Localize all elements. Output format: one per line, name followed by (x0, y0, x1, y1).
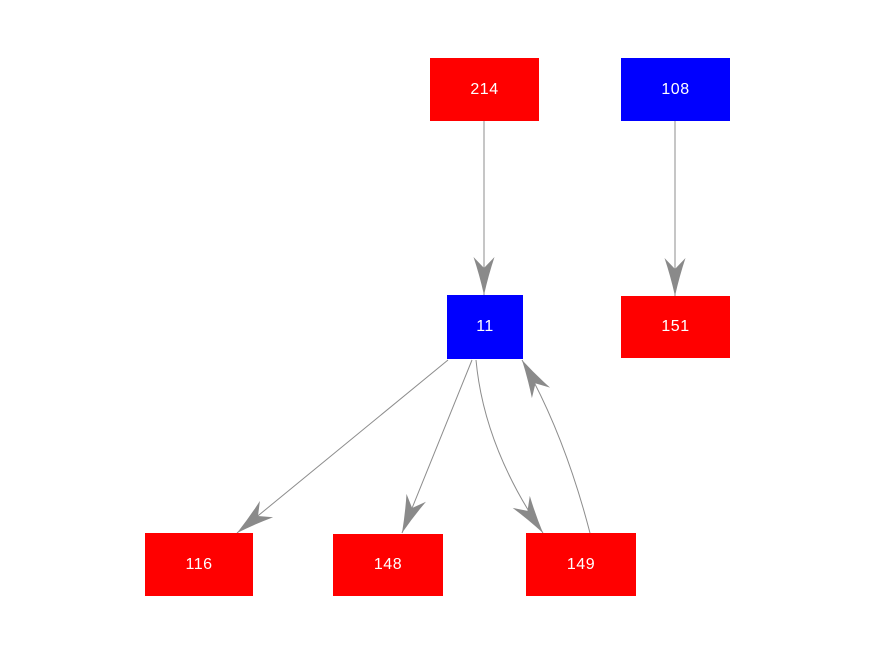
node-116: 116 (145, 533, 253, 596)
node-148: 148 (333, 534, 443, 596)
node-149-label: 149 (566, 555, 596, 573)
node-11: 11 (447, 295, 523, 359)
node-108: 108 (621, 58, 730, 121)
node-214: 214 (430, 58, 539, 121)
node-11-label: 11 (476, 318, 494, 335)
arrowhead-icon-11-to-149 (512, 495, 543, 533)
arrowhead-icon-149-to-11 (522, 360, 551, 399)
node-148-label: 148 (373, 556, 403, 573)
node-151-label: 151 (661, 318, 690, 335)
arrowhead-icon-11-to-148 (402, 493, 426, 533)
edge-11-to-116 (236, 359, 449, 534)
node-116-label: 116 (185, 555, 213, 573)
node-108-label: 108 (661, 80, 690, 98)
node-214-label: 214 (470, 80, 499, 98)
edge-11-to-148 (401, 359, 473, 534)
node-149: 149 (526, 533, 636, 596)
arrowhead-icon-11-to-116 (237, 500, 274, 533)
arrowhead-icon-214-to-11 (473, 257, 495, 295)
node-151: 151 (621, 296, 730, 358)
arrowhead-icon-108-to-151 (664, 258, 686, 296)
